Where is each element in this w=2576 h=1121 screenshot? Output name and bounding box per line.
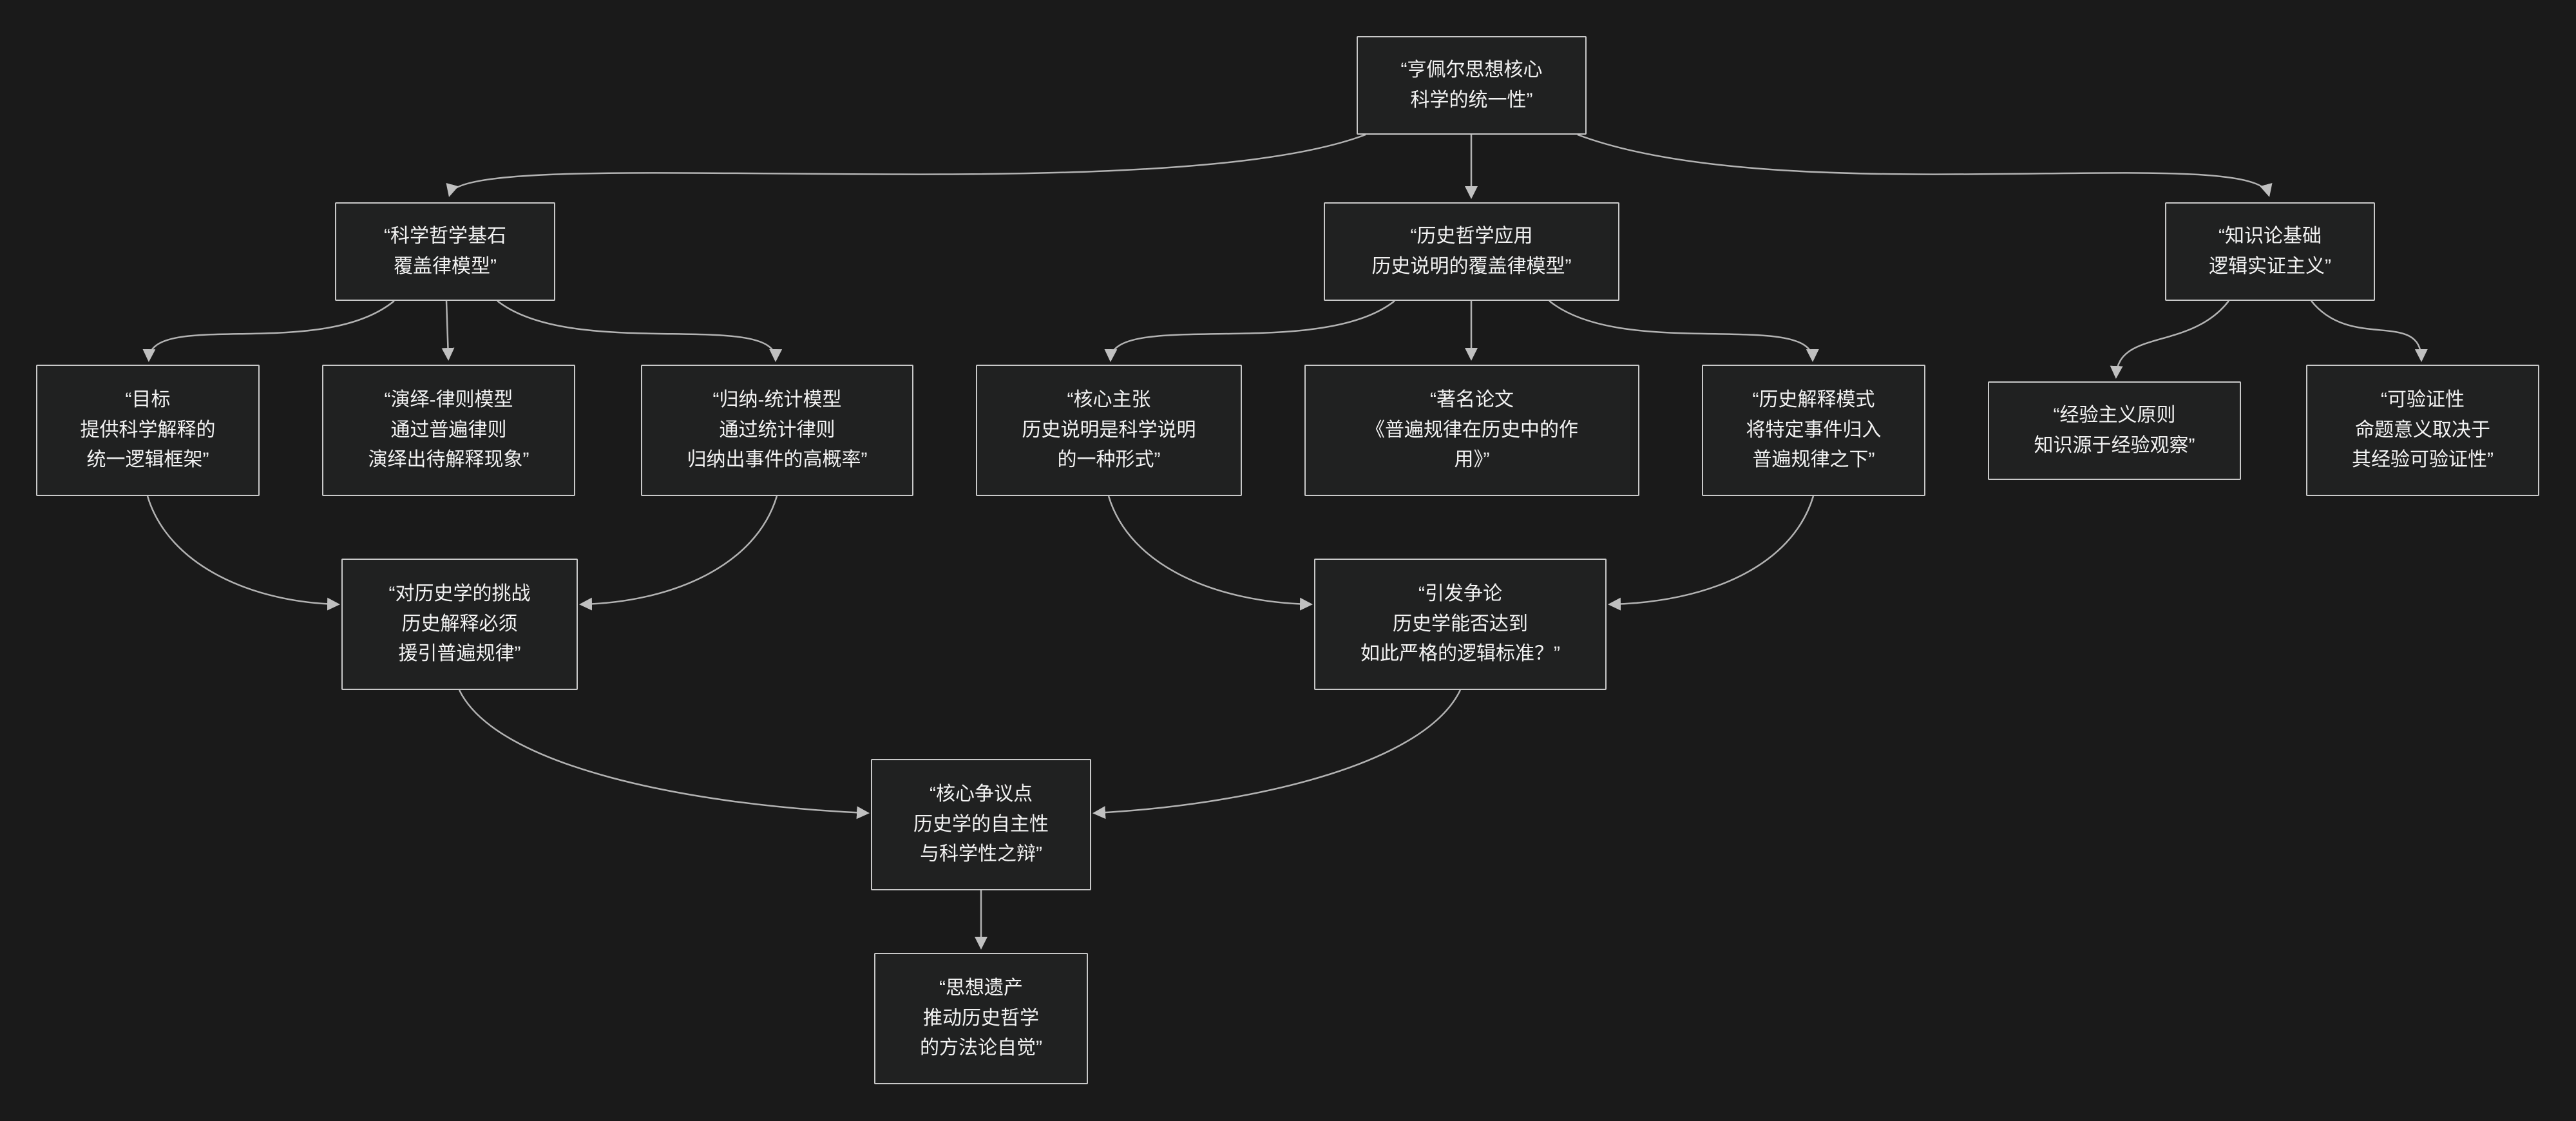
edge-science-philosophy-deductive-nomological [441, 300, 455, 361]
node-challenge: “对历史学的挑战 历史解释必须 援引普遍规律” [341, 559, 578, 690]
edge-challenge-controversy [458, 689, 870, 819]
edge-science-philosophy-goal [142, 300, 395, 362]
edge-core-claim-debate [1107, 495, 1313, 611]
edge-debate-controversy [1092, 689, 1462, 819]
node-history-philosophy: “历史哲学应用 历史说明的覆盖律模型” [1324, 202, 1619, 301]
edge-inductive-statistical-challenge [579, 495, 778, 611]
node-explanation-pattern: “历史解释模式 将特定事件归入 普遍规律之下” [1702, 365, 1925, 496]
edge-epistemology-verifiability [2311, 300, 2428, 362]
node-legacy: “思想遗产 推动历史哲学 的方法论自觉” [874, 953, 1088, 1084]
edge-epistemology-empiricism [2110, 300, 2229, 379]
node-deductive-nomological: “演绎-律则模型 通过普遍律则 演绎出待解释现象” [322, 365, 575, 496]
node-verifiability: “可验证性 命题意义取决于 其经验可验证性” [2306, 365, 2539, 496]
edge-science-philosophy-inductive-statistical [497, 300, 783, 362]
edge-history-philosophy-explanation-pattern [1549, 300, 1819, 362]
node-controversy: “核心争议点 历史学的自主性 与科学性之辩” [871, 759, 1091, 890]
node-inductive-statistical: “归纳-统计模型 通过统计律则 归纳出事件的高概率” [641, 365, 913, 496]
edge-root-epistemology [1577, 133, 2273, 197]
edge-root-science-philosophy [446, 133, 1366, 197]
node-empiricism: “经验主义原则 知识源于经验观察” [1988, 381, 2241, 480]
node-core-claim: “核心主张 历史说明是科学说明 的一种形式” [976, 365, 1242, 496]
edge-history-philosophy-core-claim [1104, 300, 1395, 362]
edge-explanation-pattern-debate [1608, 495, 1815, 611]
node-root: “亨佩尔思想核心 科学的统一性” [1357, 36, 1587, 135]
node-famous-paper: “著名论文 《普遍规律在历史中的作 用》” [1304, 365, 1639, 496]
node-science-philosophy: “科学哲学基石 覆盖律模型” [335, 202, 555, 301]
node-goal: “目标 提供科学解释的 统一逻辑框架” [36, 365, 260, 496]
edge-goal-challenge [146, 495, 340, 611]
node-epistemology: “知识论基础 逻辑实证主义” [2165, 202, 2375, 301]
node-debate: “引发争论 历史学能否达到 如此严格的逻辑标准？” [1314, 559, 1607, 690]
